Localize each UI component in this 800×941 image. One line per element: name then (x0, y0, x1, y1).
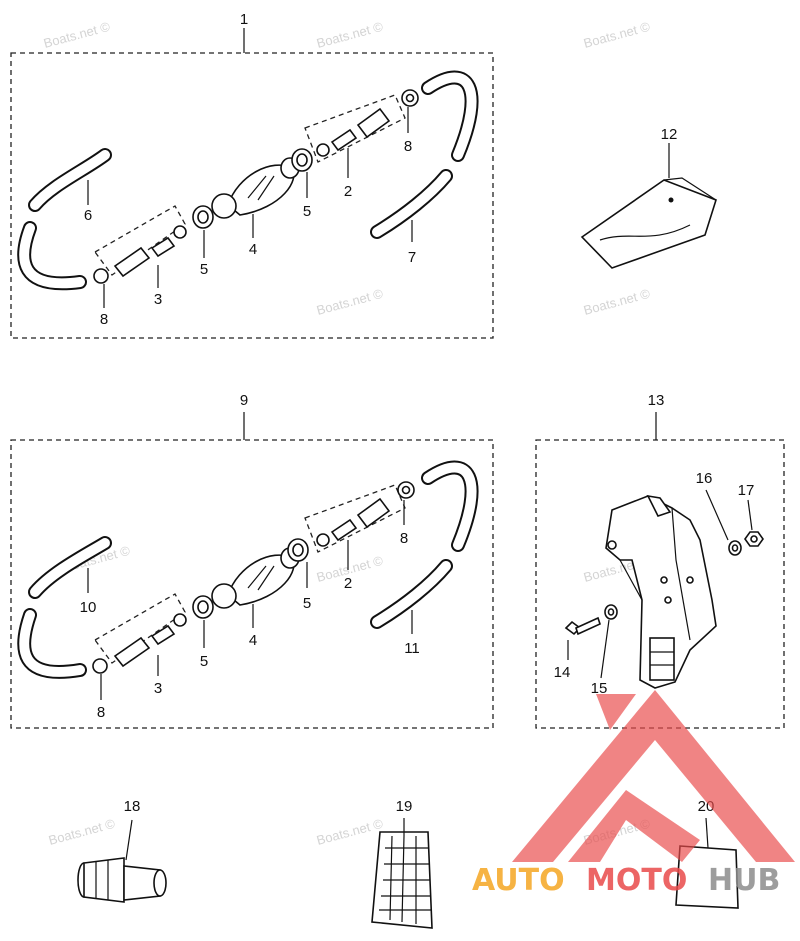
callout-4b: 4 (249, 632, 257, 649)
callout-19: 19 (396, 798, 413, 815)
callout-9: 9 (240, 392, 248, 409)
fitting-3 (93, 225, 187, 284)
callout-8b: 8 (97, 704, 105, 721)
hose-7 (370, 70, 479, 239)
callout-13: 13 (648, 392, 665, 409)
callout-8-right: 8 (404, 138, 412, 155)
callout-5-right: 5 (303, 203, 311, 220)
callout-5: 5 (200, 261, 208, 278)
hose-11 (370, 460, 479, 629)
watermark: Boats.net © (582, 19, 652, 51)
automotohub-logo: AUTO MOTO HUB (472, 690, 795, 898)
fitting-2 (316, 107, 391, 157)
fitting-3b (92, 613, 187, 674)
part-12-bag: 12 (580, 126, 717, 269)
callout-7: 7 (408, 249, 416, 266)
callout-12: 12 (661, 126, 678, 143)
fitting-2-box (304, 94, 406, 163)
callout-3b: 3 (154, 680, 162, 697)
washer-5 (192, 205, 214, 229)
callout-18: 18 (124, 798, 141, 815)
logo-text-hub: HUB (708, 863, 780, 898)
fitting-3-box (94, 205, 186, 276)
washer-5b (291, 148, 313, 172)
watermark: Boats.net © (315, 286, 385, 318)
callout-6: 6 (84, 207, 92, 224)
callout-10: 10 (80, 599, 97, 616)
assembly-13: 13 14 (535, 392, 785, 729)
callout-1: 1 (240, 11, 248, 28)
nut-8b (397, 481, 415, 499)
callout-4: 4 (249, 241, 257, 258)
watermark: Boats.net © (315, 19, 385, 51)
nut-17 (744, 531, 764, 547)
watermark: Boats.net © (47, 816, 117, 848)
primer-bulb-4 (211, 157, 300, 219)
assembly-9: 9 (10, 392, 494, 729)
assembly-9-box (10, 439, 494, 729)
fitting-2b-box (304, 484, 406, 553)
fitting-3b-box (94, 593, 186, 664)
callout-15: 15 (591, 680, 608, 697)
washer-15 (604, 604, 618, 620)
callout-17: 17 (738, 482, 755, 499)
watermark: Boats.net © (582, 286, 652, 318)
fitting-2b (316, 497, 391, 547)
callout-5b: 5 (200, 653, 208, 670)
callout-11: 11 (404, 640, 420, 657)
hose-10 (17, 536, 112, 679)
hose-6 (17, 148, 112, 291)
callout-2: 2 (344, 183, 352, 200)
washer-16 (728, 540, 742, 556)
callout-5c: 5 (303, 595, 311, 612)
bolt-14 (564, 616, 601, 636)
callout-14: 14 (554, 664, 571, 681)
callout-8c: 8 (400, 530, 408, 547)
watermark: Boats.net © (42, 19, 112, 51)
primer-bulb-4b (211, 547, 300, 609)
callout-16: 16 (696, 470, 713, 487)
part-19-decal: 19 (371, 798, 433, 929)
washer-5c (192, 595, 214, 619)
part-18-fitting: 18 (77, 798, 167, 903)
washer-5d (287, 538, 309, 562)
callout-8: 8 (100, 311, 108, 328)
watermark: Boats.net © (315, 816, 385, 848)
nut-8 (401, 89, 419, 107)
assembly-1: 1 (10, 11, 494, 339)
callout-2b: 2 (344, 575, 352, 592)
logo-text-auto: AUTO (472, 863, 565, 898)
bracket (605, 494, 717, 689)
assembly-1-box (10, 52, 494, 339)
logo-text-moto: MOTO (586, 863, 687, 898)
callout-3: 3 (154, 291, 162, 308)
